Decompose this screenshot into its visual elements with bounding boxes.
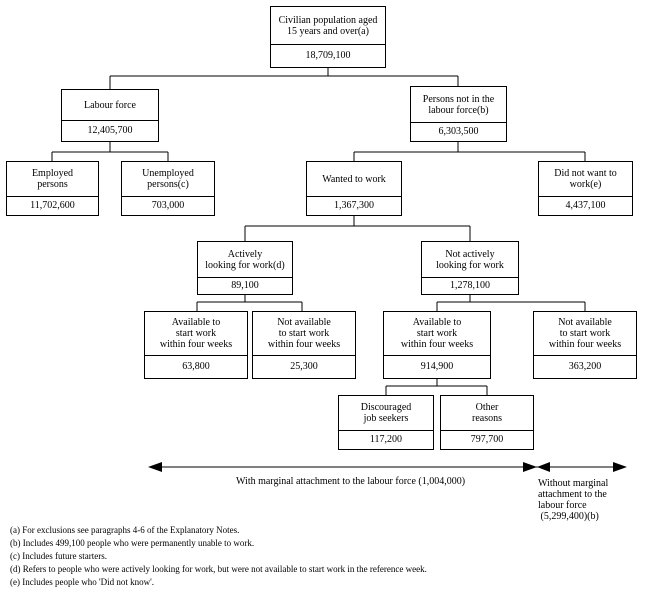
not-in-labour-force-box: Persons not in the labour force(b) 6,303… [410,86,507,142]
wanted-to-work-label: Wanted to work [307,162,401,197]
discouraged-job-seekers-box: Discouraged job seekers 117,200 [338,395,434,450]
actively-looking-value: 89,100 [231,279,259,291]
other-reasons-label: Other reasons [441,396,533,431]
not-actively-looking-label: Not actively looking for work [422,242,518,278]
marginal-attachment-label: With marginal attachment to the labour f… [236,476,466,487]
actively-not-available-label: Not available to start work within four … [253,312,355,356]
did-not-want-to-work-value: 4,437,100 [565,199,606,211]
labour-force-box: Labour force 12,405,700 [61,89,159,142]
employed-persons-value: 11,702,600 [30,199,75,211]
unemployed-persons-box: Unemployed persons(c) 703,000 [121,161,215,216]
labour-force-label: Labour force [62,90,158,121]
civilian-population-label: Civilian population aged 15 years and ov… [271,7,385,45]
actively-available-box: Available to start work within four week… [144,311,248,379]
not-actively-available-box: Available to start work within four week… [383,311,491,379]
civilian-population-value: 18,709,100 [305,49,351,61]
footnote-d: (d) Refers to people who were actively l… [10,564,427,574]
discouraged-job-seekers-value: 117,200 [369,433,403,445]
without-marginal-attachment-label: Without marginal attachment to the labou… [538,478,609,522]
employed-persons-label: Employed persons [7,162,98,197]
not-actively-not-available-box: Not available to start work within four … [533,311,637,379]
did-not-want-to-work-label: Did not want to work(e) [539,162,632,197]
civilian-population-box: Civilian population aged 15 years and ov… [270,6,386,68]
other-reasons-value: 797,700 [470,433,504,445]
not-in-labour-force-label: Persons not in the labour force(b) [411,87,506,123]
footnote-e: (e) Includes people who 'Did not know'. [10,577,154,587]
discouraged-job-seekers-label: Discouraged job seekers [339,396,433,431]
actively-looking-box: Actively looking for work(d) 89,100 [197,241,293,295]
actively-not-available-value: 25,300 [290,360,318,372]
employed-persons-box: Employed persons 11,702,600 [6,161,99,216]
unemployed-persons-value: 703,000 [151,199,185,211]
footnote-c: (c) Includes future starters. [10,551,107,561]
actively-looking-label: Actively looking for work(d) [198,242,292,278]
unemployed-persons-label: Unemployed persons(c) [122,162,214,197]
wanted-to-work-value: 1,367,300 [334,199,374,211]
footnote-b: (b) Includes 499,100 people who were per… [10,538,255,548]
footnote-a: (a) For exclusions see paragraphs 4-6 of… [10,525,240,535]
actively-not-available-box: Not available to start work within four … [252,311,356,379]
other-reasons-box: Other reasons 797,700 [440,395,534,450]
not-actively-looking-box: Not actively looking for work 1,278,100 [421,241,519,295]
wanted-to-work-box: Wanted to work 1,367,300 [306,161,402,216]
not-actively-available-label: Available to start work within four week… [384,312,490,356]
actively-available-label: Available to start work within four week… [145,312,247,356]
not-actively-looking-value: 1,278,100 [450,279,490,291]
labour-force-value: 12,405,700 [87,124,133,136]
actively-available-value: 63,800 [182,360,210,372]
not-actively-available-value: 914,900 [420,360,454,372]
not-actively-not-available-label: Not available to start work within four … [534,312,636,356]
did-not-want-to-work-box: Did not want to work(e) 4,437,100 [538,161,633,216]
not-actively-not-available-value: 363,200 [568,360,602,372]
not-in-labour-force-value: 6,303,500 [438,125,479,137]
